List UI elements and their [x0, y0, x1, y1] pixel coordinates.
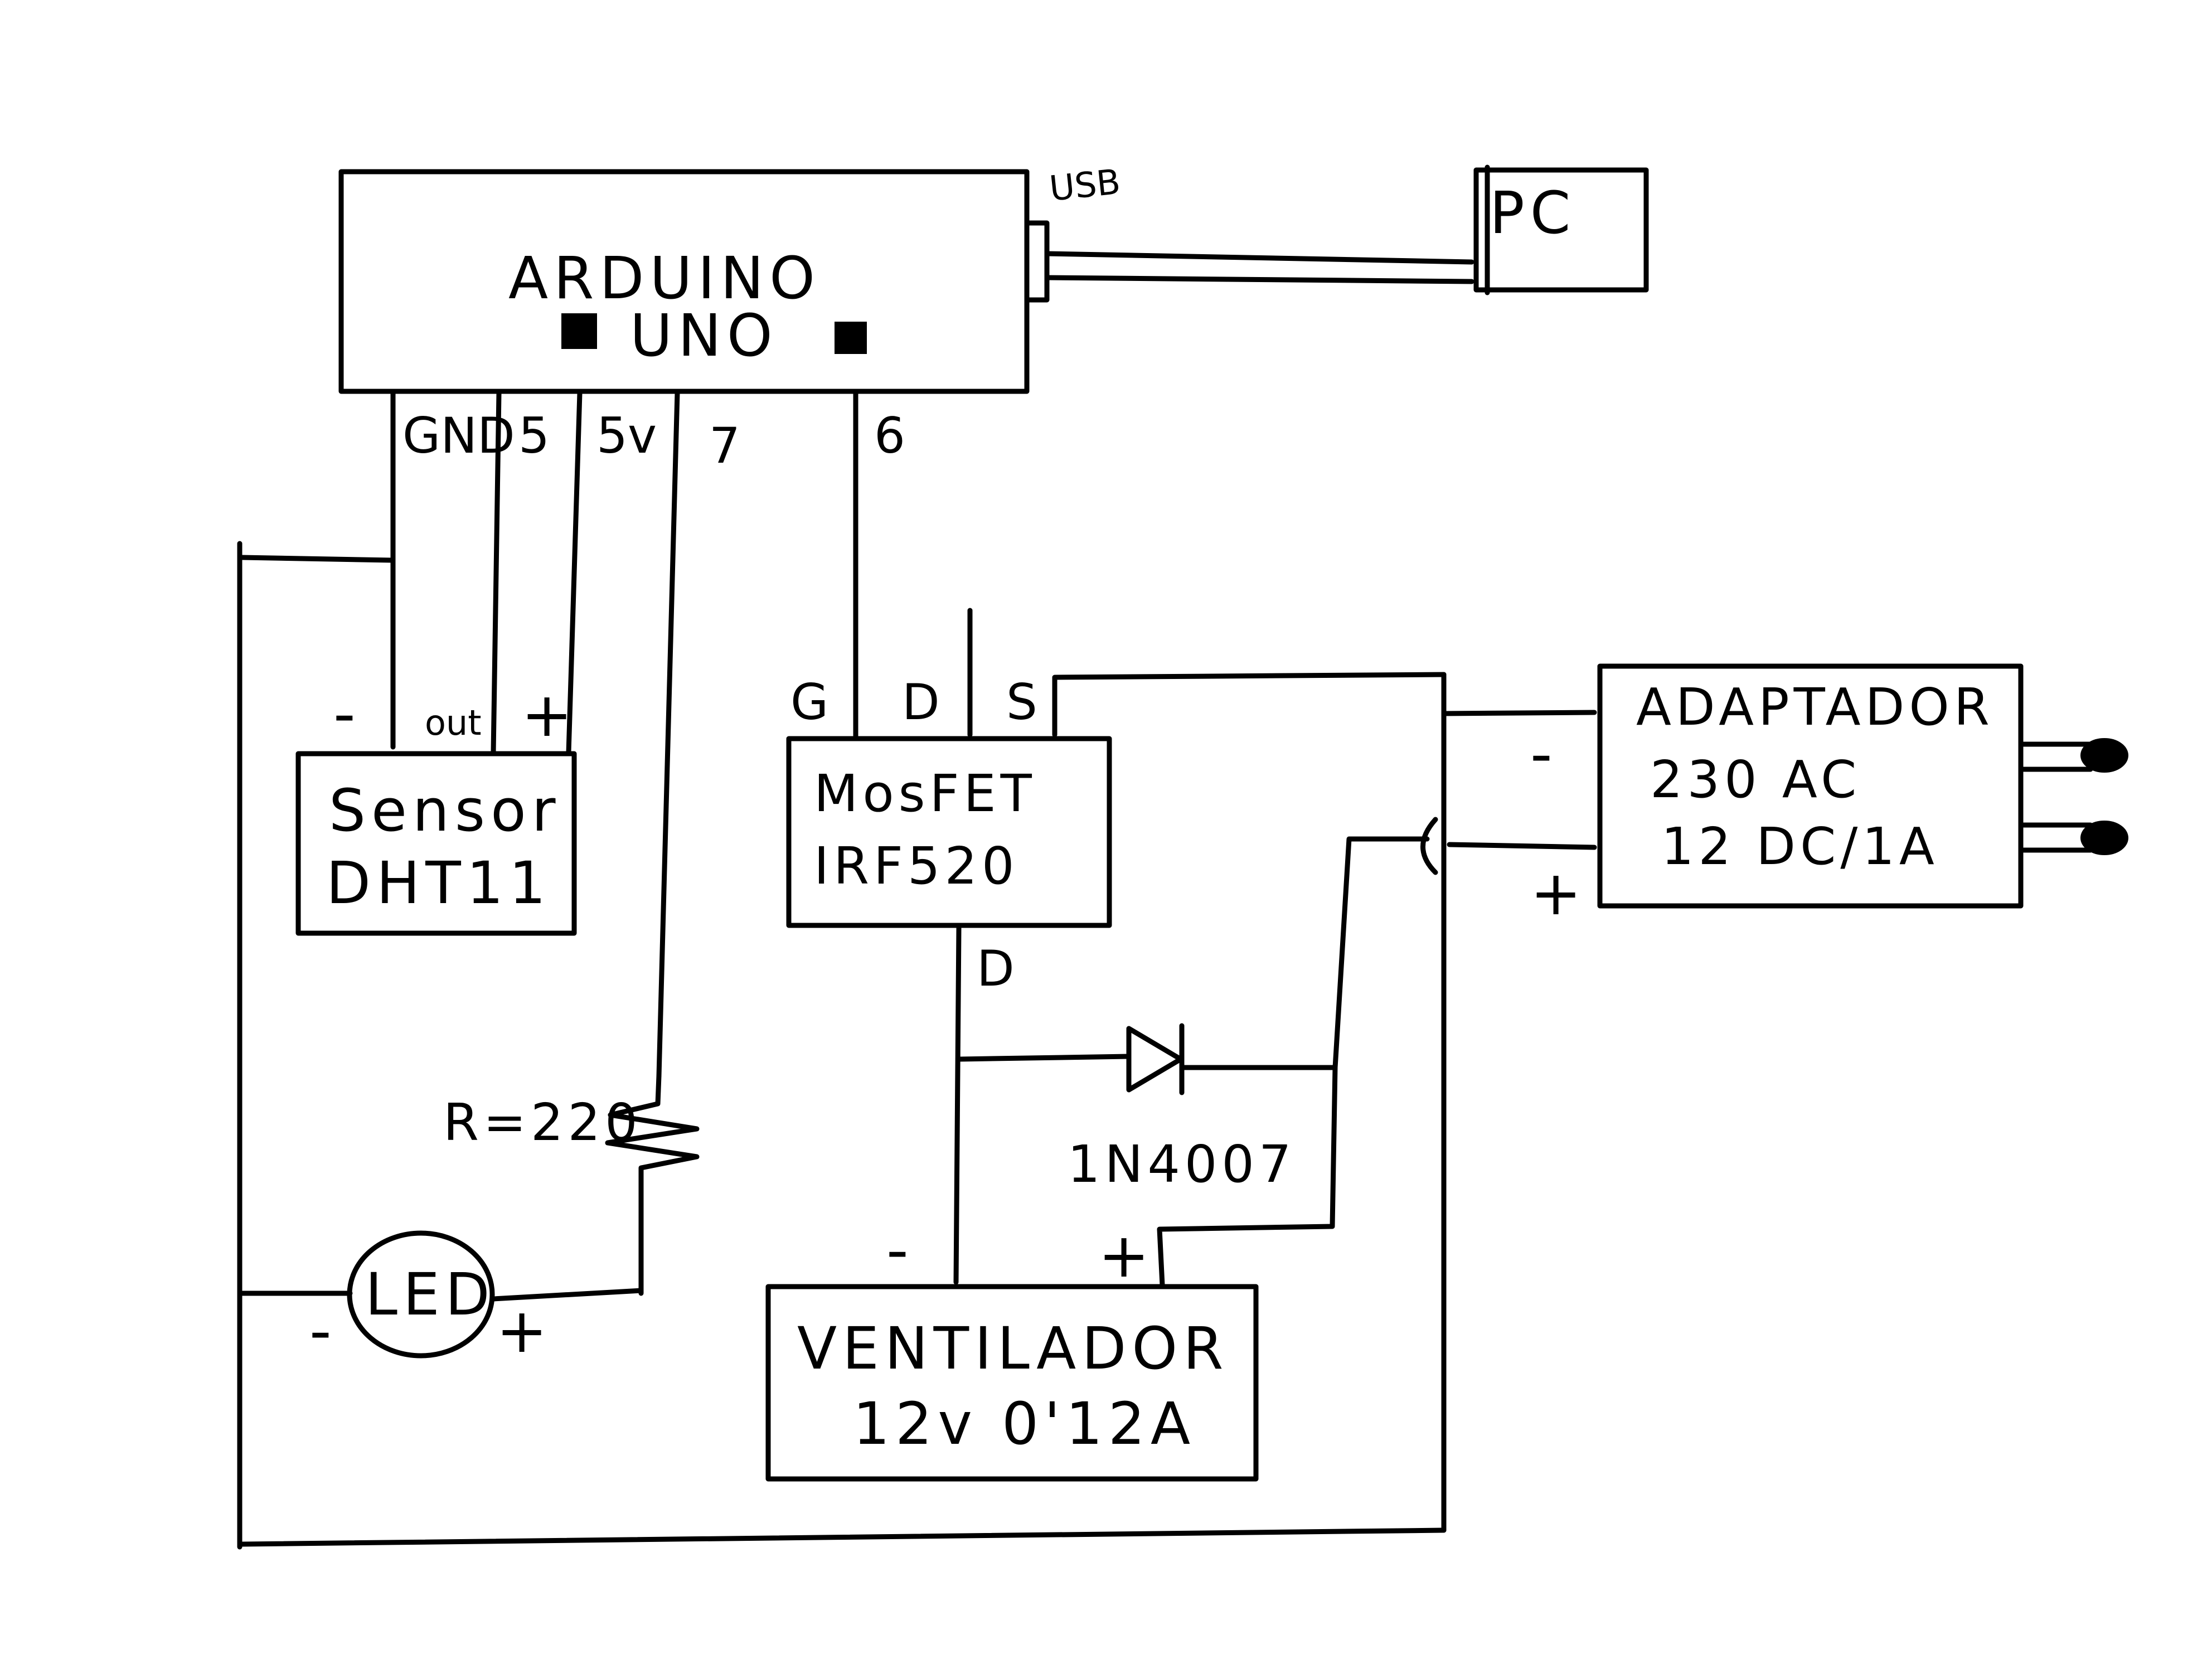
adapter-output: 12 DC/1A [1661, 817, 1939, 876]
mosfet-model: IRF520 [814, 836, 1019, 896]
sensor-title: Sensor [329, 777, 561, 845]
led-symbol [347, 1230, 495, 1359]
mosfet-drain-label: D [902, 673, 940, 731]
power-adapter: ADAPTADOR 230 AC 12 DC/1A - + [1530, 663, 2128, 929]
mosfet-gate-label: G [790, 673, 828, 731]
arduino-model: UNO [630, 302, 778, 370]
resistor-r220: R=220 [443, 1073, 700, 1296]
arduino-title: ARDUINO [508, 244, 821, 312]
pc-label: PC [1490, 179, 1576, 247]
plug-tip-bottom [2080, 821, 2128, 855]
positive-supply-line [1332, 710, 1597, 1070]
sensor-minus-label: - [333, 678, 356, 749]
pin-5-label: 5 [518, 407, 550, 464]
mosfet-title: MosFET [814, 764, 1036, 823]
diode-1n4007: 1N4007 [953, 925, 1338, 1288]
adapter-title: ADAPTADOR [1636, 677, 1994, 737]
led-label: LED [365, 1260, 496, 1328]
fan-plus-label: + [1098, 1220, 1149, 1291]
diode-label: 1N4007 [1068, 1134, 1296, 1194]
sensor-model: DHT11 [326, 849, 551, 917]
sensor-out-label: out [425, 702, 482, 743]
fan-minus-label: - [886, 1214, 909, 1286]
adapter-input: 230 AC [1650, 750, 1861, 809]
mosfet-irf520: MosFET IRF520 G D S D [786, 608, 1447, 997]
adapter-minus-label: - [1530, 718, 1553, 789]
mosfet-source-label: S [1006, 673, 1037, 731]
sensor-dht11: Sensor DHT11 - out + [295, 678, 577, 936]
fan-title: VENTILADOR [797, 1314, 1229, 1382]
fan-rating: 12v 0'12A [853, 1390, 1196, 1458]
pc-box: PC [1473, 164, 1649, 295]
arduino-logo-left-mark [561, 313, 597, 349]
ground-rail [237, 541, 1447, 1550]
sensor-plus-label: + [521, 679, 573, 750]
mosfet-drain-bottom-label: D [977, 940, 1015, 997]
pin-7-label: 7 [709, 417, 740, 474]
usb-label: USB [1047, 161, 1122, 209]
fan-ventilador: VENTILADOR 12v 0'12A - + [765, 1214, 1259, 1482]
pin-5v-label: 5v [596, 407, 657, 464]
led-plus-label: + [496, 1295, 547, 1366]
led: LED - + [240, 1230, 644, 1366]
resistor-label: R=220 [443, 1093, 642, 1152]
led-minus-label: - [309, 1295, 332, 1366]
plug-tip-top [2080, 738, 2128, 773]
arduino-board: ARDUINO UNO USB [338, 161, 1122, 394]
usb-cable [1044, 251, 1474, 284]
arduino-pin-wires [390, 390, 858, 1079]
pin-6-label: 6 [874, 407, 905, 464]
adapter-plus-label: + [1530, 857, 1582, 929]
arduino-logo-right-mark [835, 322, 867, 354]
